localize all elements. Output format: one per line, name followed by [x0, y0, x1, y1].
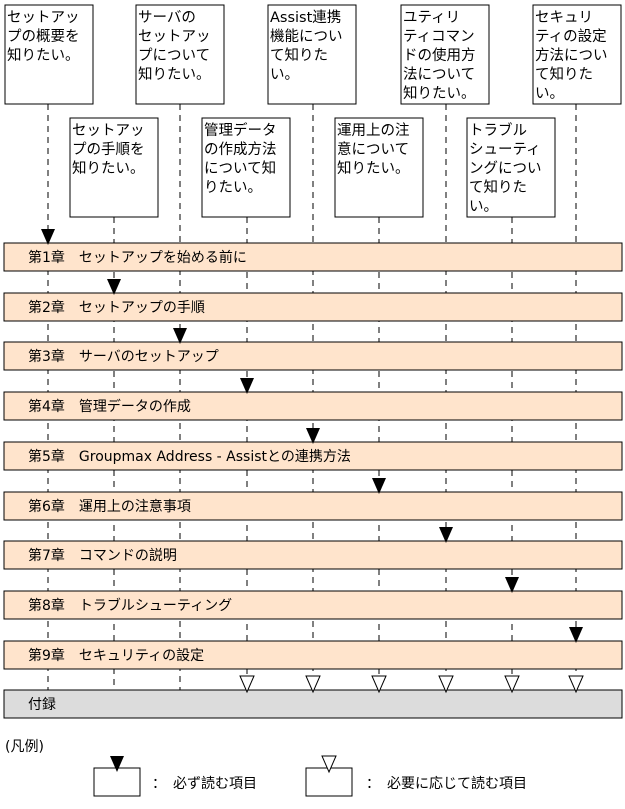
- chapter-label-5: 第5章 Groupmax Address - Assistとの連携方法: [28, 448, 351, 465]
- appendix-bar: [3, 689, 623, 719]
- chapter-label-6: 第6章 運用上の注意事項: [28, 498, 191, 515]
- chapter-label-1: 第1章 セットアップを始める前に: [28, 249, 247, 266]
- question-9-line: ティの設定: [535, 28, 607, 45]
- question-9-line: て知りた: [535, 66, 593, 83]
- question-2-line: セットアッ: [72, 123, 145, 139]
- chapter-bar-1: [3, 242, 623, 272]
- legend-title: (凡例): [5, 739, 44, 755]
- question-2-line: 知りたい。: [72, 160, 145, 177]
- question-box-6: [334, 117, 424, 218]
- required-marker-icon: [107, 279, 121, 295]
- question-box-3: [135, 4, 225, 105]
- question-8-line: ングについ: [469, 160, 542, 177]
- question-2-line: プの手順を: [72, 141, 145, 158]
- required-marker-icon: [439, 527, 453, 543]
- question-8-line: て知りた: [469, 179, 527, 196]
- required-marker-icon: [372, 478, 386, 494]
- question-4-line: 管理データ: [204, 121, 277, 139]
- question-3-line: セットアッ: [138, 29, 211, 45]
- chapter-bar-5: [3, 441, 623, 471]
- question-5-line: て知りた: [270, 47, 328, 64]
- legend-optional-text: ： 必要に応じて読む項目: [366, 775, 527, 792]
- optional-marker-icon: [438, 675, 454, 694]
- chapter-label-9: 第9章 セキュリティの設定: [28, 647, 204, 664]
- question-7-line: 知りたい。: [403, 85, 476, 102]
- question-1-line: プの概要を: [7, 28, 80, 45]
- chapter-bar-9: [3, 640, 623, 670]
- chapter-label-2: 第2章 セットアップの手順: [28, 299, 205, 316]
- chapter-bar-4: [3, 391, 623, 421]
- required-marker-icon: [41, 229, 55, 245]
- chapter-label-4: 第4章 管理データの作成: [28, 398, 191, 415]
- question-box-9: [532, 4, 622, 105]
- question-6-line: 意について: [337, 140, 409, 158]
- question-5-line: 機能につい: [270, 28, 343, 45]
- chapter-bar-2: [3, 292, 623, 322]
- legend-optional-marker-icon: [321, 755, 337, 774]
- chapter-bar-3: [3, 341, 623, 371]
- question-3-line: 知りたい。: [138, 66, 211, 83]
- required-marker-icon: [240, 378, 254, 394]
- optional-marker-icon: [239, 675, 255, 694]
- question-3-line: サーバの: [138, 10, 196, 26]
- chapter-label-3: 第3章 サーバのセットアップ: [28, 348, 219, 365]
- question-6-line: 運用上の注: [337, 122, 410, 139]
- chapter-label-7: 第7章 コマンドの説明: [28, 547, 177, 564]
- reading-markers: [41, 229, 584, 694]
- optional-marker-icon: [305, 675, 321, 694]
- required-marker-icon: [569, 627, 583, 643]
- question-box-7: [400, 4, 490, 105]
- question-4-line: の作成方法: [204, 141, 277, 158]
- optional-marker-icon: [371, 675, 387, 694]
- question-box-2: [69, 117, 159, 218]
- question-8-line: い。: [469, 199, 498, 215]
- question-7-line: ティコマン: [403, 29, 475, 45]
- optional-marker-icon: [568, 675, 584, 694]
- question-1-line: セットアッ: [7, 10, 80, 26]
- question-3-line: プについて: [138, 47, 210, 64]
- question-9-line: 方法につい: [535, 47, 608, 64]
- appendix-label: 付録: [28, 697, 56, 713]
- question-5-line: い。: [270, 67, 299, 83]
- required-marker-icon: [505, 577, 519, 593]
- chapter-bar-8: [3, 590, 623, 620]
- chapter-label-8: 第8章 トラブルシューティング: [28, 597, 232, 614]
- optional-marker-icon: [504, 675, 520, 694]
- required-marker-icon: [306, 428, 320, 444]
- required-marker-icon: [173, 328, 187, 344]
- question-9-line: セキュリ: [535, 10, 593, 26]
- question-4-line: について知: [204, 160, 276, 177]
- chapter-bar-7: [3, 540, 623, 570]
- question-1-line: 知りたい。: [7, 47, 80, 64]
- question-6-line: 知りたい。: [337, 160, 410, 177]
- question-5-line: Assist連携: [270, 9, 341, 26]
- legend: (凡例) ： 必ず読む項目 ： 必要に応じて読む項目: [5, 739, 527, 797]
- chapter-bar-6: [3, 491, 623, 521]
- question-box-5: [267, 4, 357, 105]
- question-boxes: セットアップの概要を知りたい。セットアップの手順を知りたい。サーバのセットアップ…: [4, 4, 622, 218]
- legend-required-marker-icon: [110, 756, 124, 772]
- legend-required-text: ： 必ず読む項目: [152, 775, 257, 792]
- question-7-line: ユティリ: [403, 10, 460, 26]
- question-box-1: [4, 4, 94, 105]
- question-4-line: りたい。: [204, 179, 262, 196]
- question-8-line: シューティ: [469, 142, 541, 158]
- question-8-line: トラブル: [469, 121, 527, 139]
- question-7-line: ドの使用方: [403, 47, 476, 64]
- legend-box-required: [93, 767, 141, 797]
- question-9-line: い。: [535, 86, 564, 102]
- question-7-line: 法について: [403, 66, 475, 83]
- question-box-8: [466, 117, 556, 218]
- question-box-4: [201, 117, 291, 218]
